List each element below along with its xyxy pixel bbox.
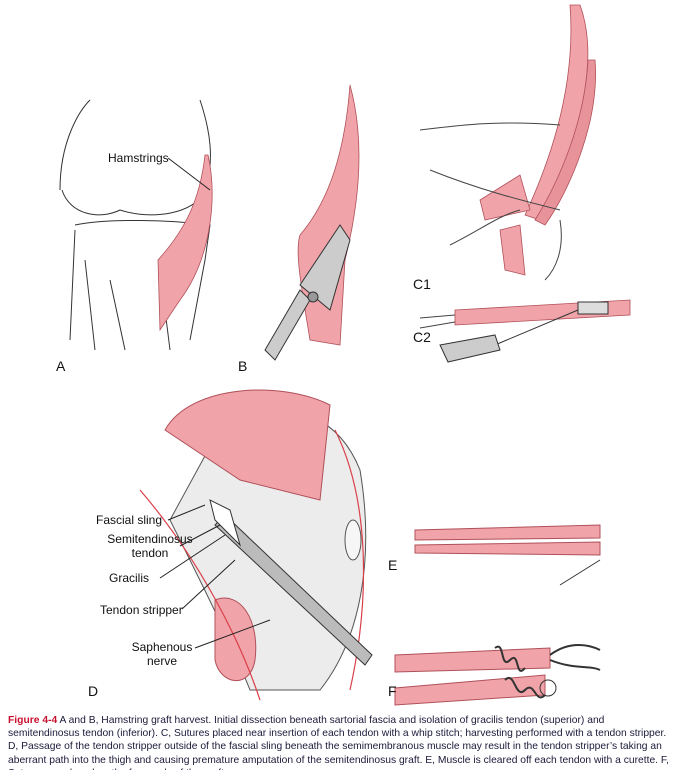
panel-a-hamstring-tendons [157,154,213,332]
panel-b-forceps [264,224,351,361]
label-semitendinosus-line1: Semitendinosus [107,532,193,546]
panel-label-f: F [388,683,397,699]
illustration [59,4,631,706]
panel-c2-tendon-stripper [419,299,631,363]
label-tendon-stripper: Tendon stripper [100,603,183,617]
panel-d-thigh-dissection [139,389,373,701]
panel-label-a: A [56,358,66,374]
panel-label-e: E [388,557,398,573]
label-saphenous-nerve: Saphenous nerve [130,640,194,668]
caption-text: A and B, Hamstring graft harvest. Initia… [8,715,669,770]
label-saphenous-line2: nerve [146,654,178,668]
panel-f-sutured-graft [394,644,601,706]
panel-d-leaders [159,504,271,649]
label-semitendinosus: Semitendinosus tendon [100,532,200,560]
label-gracilis: Gracilis [109,571,150,585]
label-fascial-sling: Fascial sling [96,513,163,527]
panel-label-c2: C2 [413,329,431,345]
label-hamstrings: Hamstrings [108,151,169,165]
figure-caption: Figure 4-4 A and B, Hamstring graft harv… [8,714,676,770]
panel-label-d: D [88,683,99,699]
figure-number: Figure 4-4 [8,715,58,726]
panel-a-knee-drawing [59,99,211,351]
hamstrings-leader [167,157,211,191]
panel-e-tendons [414,524,601,586]
panel-c1-tendons [419,4,596,281]
label-semitendinosus-line2: tendon [131,546,169,560]
panel-label-c1: C1 [413,276,431,292]
label-saphenous-line1: Saphenous [131,640,193,654]
panel-label-b: B [238,358,248,374]
